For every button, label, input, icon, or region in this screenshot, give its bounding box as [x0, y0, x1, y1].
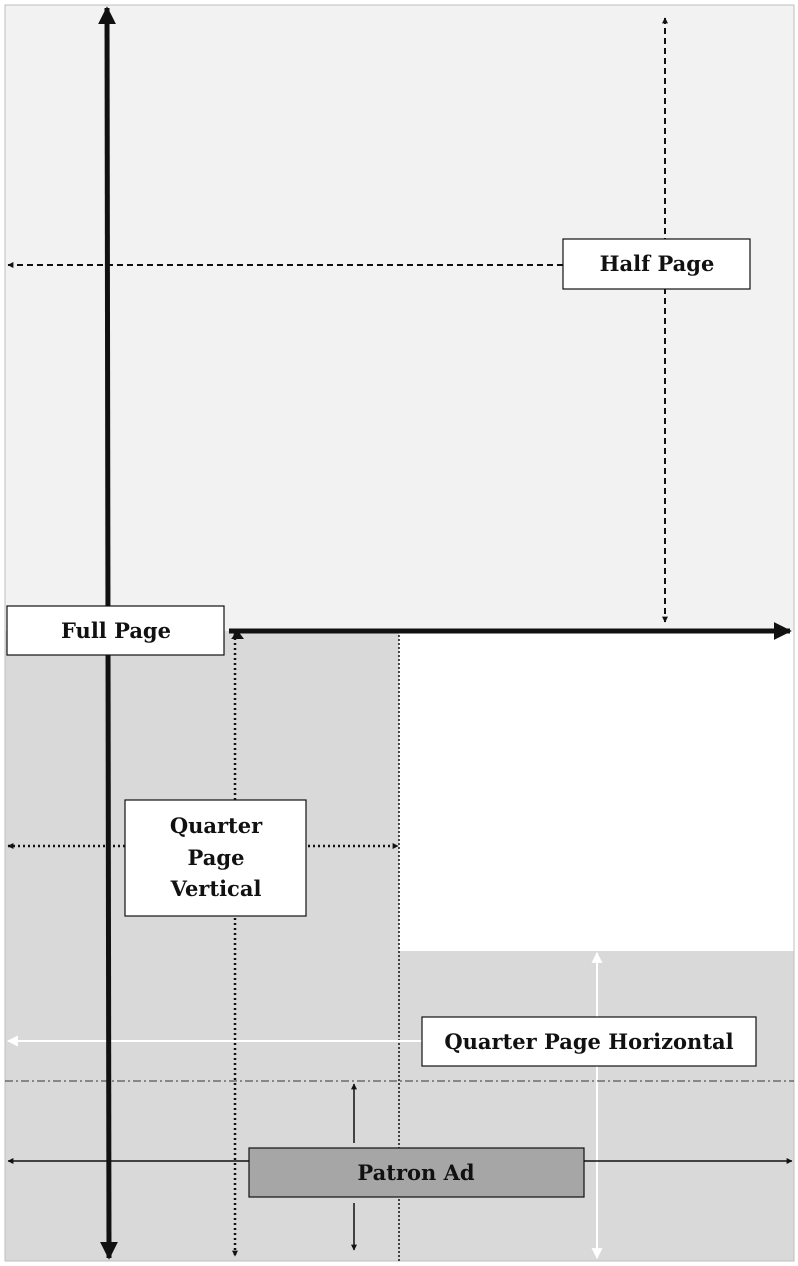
- patron-ad-label: Patron Ad: [248, 1147, 585, 1198]
- quarter-horizontal-region: [5, 951, 794, 1261]
- half-page-label: Half Page: [562, 238, 751, 290]
- half-page-region: [5, 5, 794, 631]
- quarter-page-horizontal-label: Quarter Page Horizontal: [421, 1016, 757, 1067]
- svg-text:Half Page: Half Page: [600, 251, 715, 276]
- svg-text:Quarter Page Horizontal: Quarter Page Horizontal: [444, 1029, 733, 1054]
- svg-text:Page: Page: [188, 845, 245, 870]
- quarter-page-vertical-label: Quarter Page Vertical: [124, 799, 307, 917]
- full-page-corner-tick: [231, 631, 244, 639]
- svg-text:Patron Ad: Patron Ad: [357, 1160, 474, 1185]
- svg-text:Quarter: Quarter: [170, 813, 263, 838]
- svg-text:Full Page: Full Page: [61, 618, 171, 643]
- svg-text:Vertical: Vertical: [170, 876, 262, 901]
- full-page-label: Full Page: [6, 605, 225, 656]
